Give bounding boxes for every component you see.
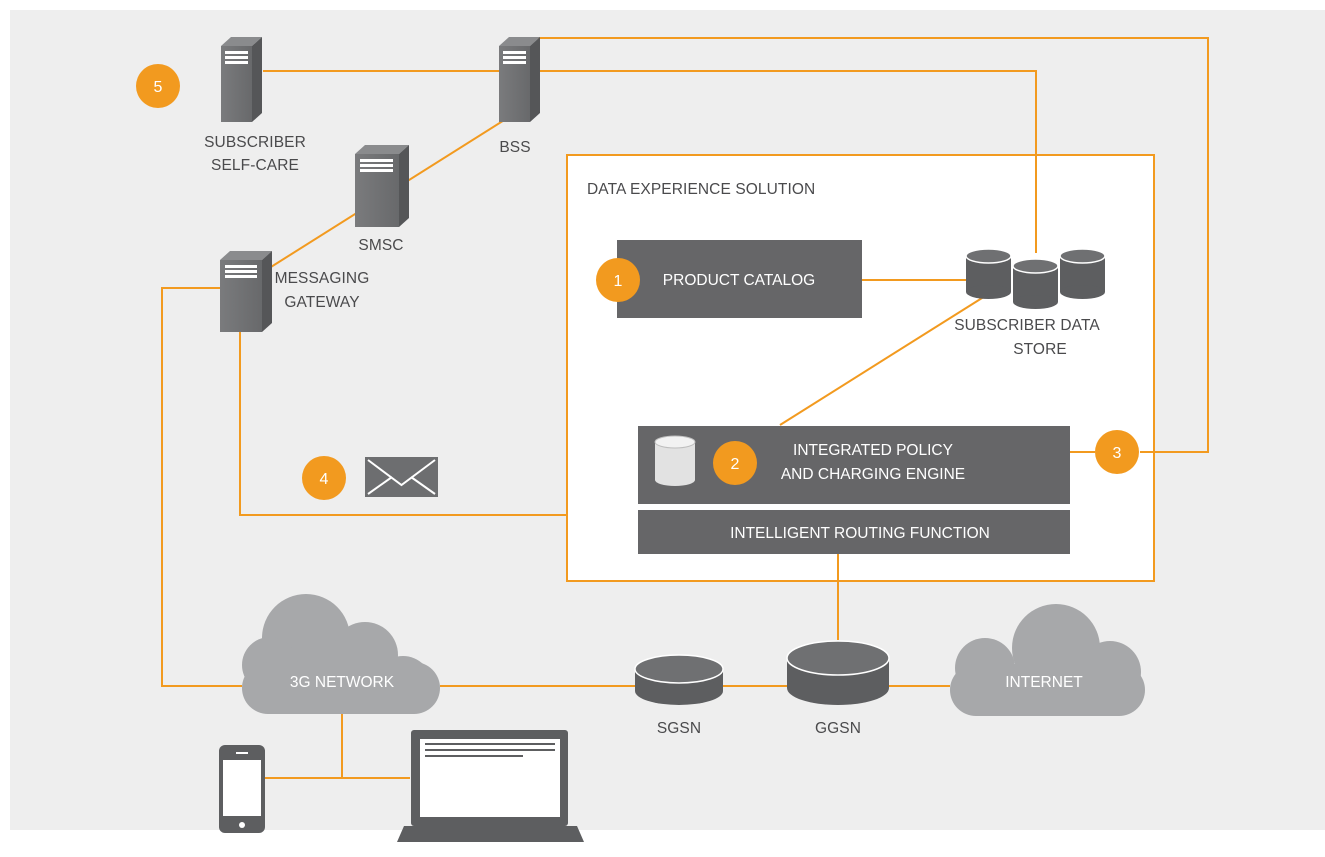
subscriber-store-label: SUBSCRIBER DATA [954,317,1100,334]
envelope-icon [365,457,438,497]
messaging-gateway-label-2: GATEWAY [284,294,359,311]
policy-engine-label: INTEGRATED POLICY [793,442,953,459]
routing-function-box [638,510,1070,554]
badge-1: 1 [596,258,640,302]
server-icon [220,251,272,332]
database-icon [1059,248,1106,299]
cloud-icon [950,604,1145,716]
sgsn-label: SGSN [657,720,701,737]
server-icon [221,37,262,122]
cloud-icon [242,594,440,714]
connector-lines [161,37,1209,779]
database-icon [786,640,890,705]
messaging-gateway-label: MESSAGING [275,270,370,287]
bss-label: BSS [499,139,530,156]
smartphone-icon [219,745,265,833]
svg-text:4: 4 [320,471,329,488]
server-icon [355,145,409,227]
policy-engine-label-2: AND CHARGING ENGINE [781,466,965,483]
laptop-icon [397,730,584,842]
policy-engine-box [638,426,1070,504]
network-3g-label: 3G NETWORK [290,674,395,691]
smsc-label: SMSC [358,237,403,254]
subscriber-store-label-2: STORE [1013,341,1067,358]
svg-text:2: 2 [731,456,740,473]
svg-text:5: 5 [154,79,163,96]
self-care-label: SUBSCRIBER [204,134,306,151]
ggsn-label: GGSN [815,720,861,737]
internet-label: INTERNET [1005,674,1083,691]
database-icon [654,435,696,486]
product-catalog-label: PRODUCT CATALOG [663,272,815,289]
svg-text:1: 1 [614,273,623,290]
badge-3: 3 [1095,430,1139,474]
svg-text:3: 3 [1113,445,1122,462]
database-icon [1012,258,1059,309]
database-icon [634,654,724,705]
solution-title: DATA EXPERIENCE SOLUTION [587,181,815,198]
badge-2: 2 [713,441,757,485]
self-care-label-2: SELF-CARE [211,157,299,174]
product-catalog-box [617,240,862,318]
server-icon [499,37,540,122]
badge-4: 4 [302,456,346,500]
badge-5: 5 [136,64,180,108]
database-icon [965,248,1012,299]
routing-function-label: INTELLIGENT ROUTING FUNCTION [730,525,990,542]
